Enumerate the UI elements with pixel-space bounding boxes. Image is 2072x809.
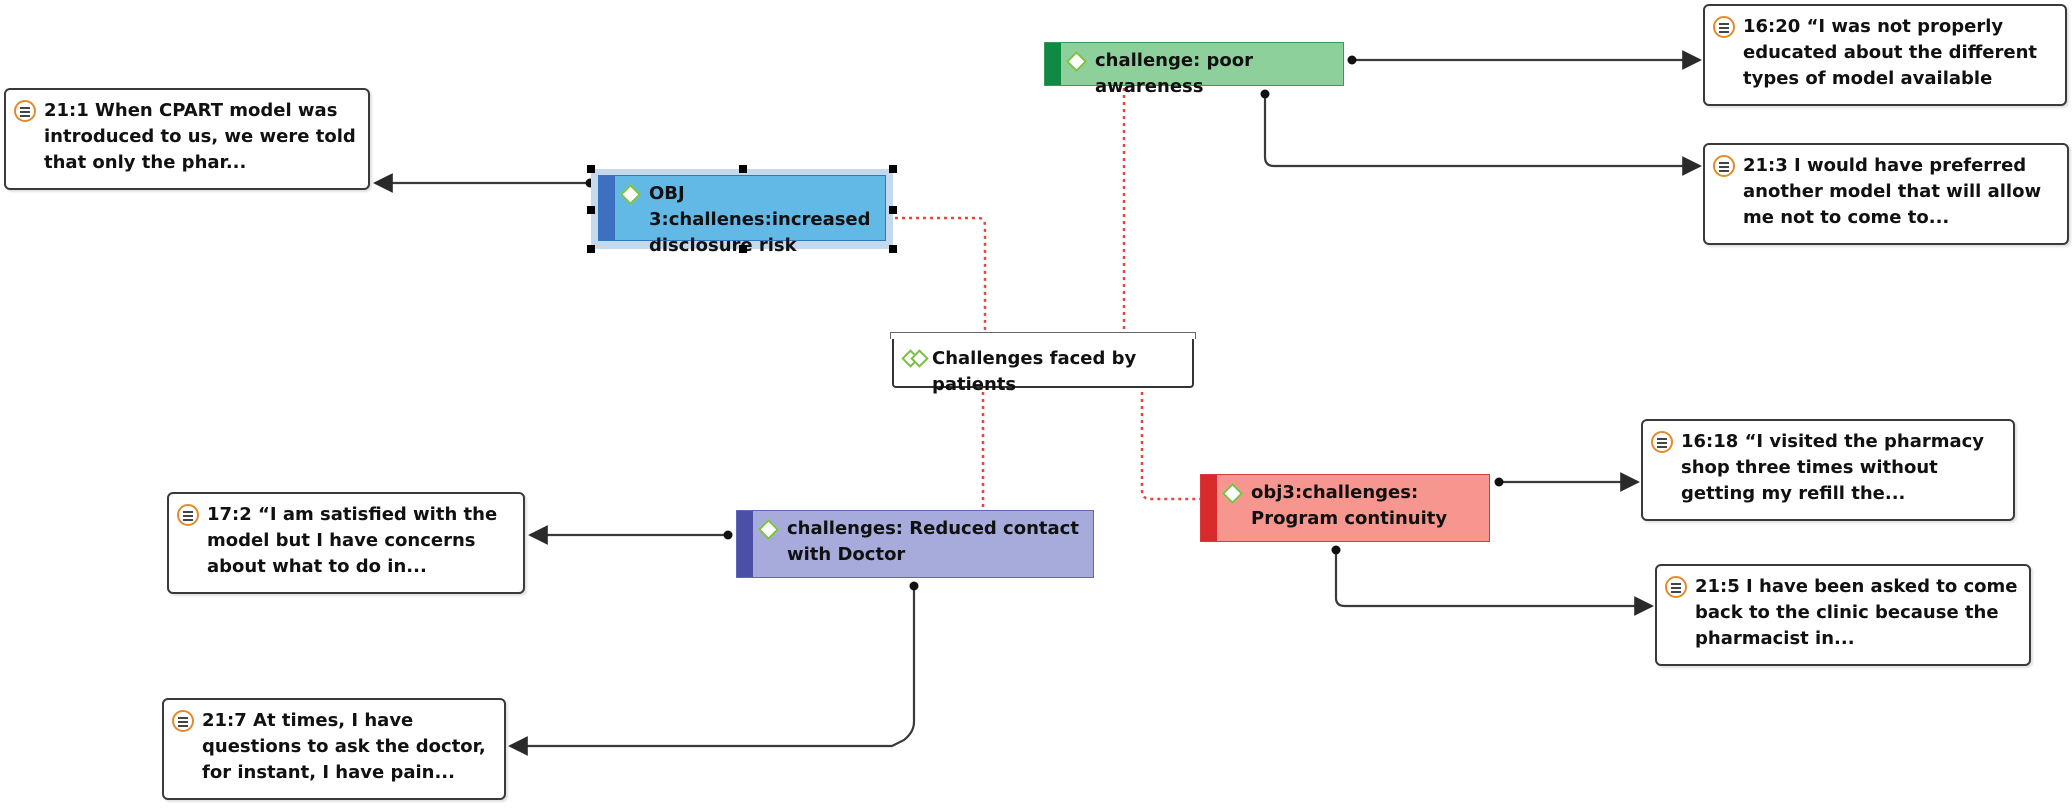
quotation-text: 16:20 “I was not properly educated about… xyxy=(1743,16,2038,89)
quotation-node-21-1[interactable]: 21:1 When CPART model was introduced to … xyxy=(4,88,370,190)
link-group-disclosure xyxy=(888,216,987,335)
resize-handle[interactable] xyxy=(739,245,747,253)
quotation-text: 21:3 I would have preferred another mode… xyxy=(1743,155,2042,228)
document-lines-icon xyxy=(172,710,194,732)
document-lines-icon xyxy=(1651,431,1673,453)
group-node-challenges[interactable]: Challenges faced by patients xyxy=(890,332,1196,395)
quotation-text: 21:5 I have been asked to come back to t… xyxy=(1695,576,2018,649)
link-doctor-q21_7 xyxy=(508,586,916,756)
code-node-disclosure-risk[interactable]: OBJ 3:challenes:increased disclosure ris… xyxy=(598,175,886,256)
code-color-bar xyxy=(1045,43,1061,85)
document-lines-icon xyxy=(177,504,199,526)
quotation-node-17-2[interactable]: 17:2 “I am satisfied with the model but … xyxy=(167,492,525,594)
resize-handle[interactable] xyxy=(889,165,897,173)
document-lines-icon xyxy=(1713,16,1735,38)
diamond-icon xyxy=(1065,50,1088,73)
quotation-text: 17:2 “I am satisfied with the model but … xyxy=(207,504,498,577)
diamond-icon xyxy=(757,518,780,541)
resize-handle[interactable] xyxy=(889,206,897,214)
quotation-node-21-5[interactable]: 21:5 I have been asked to come back to t… xyxy=(1655,564,2031,666)
group-label: Challenges faced by patients xyxy=(932,348,1137,395)
quotation-text: 16:18 “I visited the pharmacy shop three… xyxy=(1681,431,1985,504)
code-label: OBJ 3:challenes:increased disclosure ris… xyxy=(649,183,871,256)
document-lines-icon xyxy=(14,100,36,122)
link-group-continuity xyxy=(1140,392,1200,501)
group-frame-top xyxy=(890,332,1196,339)
code-color-bar xyxy=(737,511,753,577)
diamond-icon xyxy=(619,183,642,206)
quotation-text: 21:1 When CPART model was introduced to … xyxy=(44,100,356,173)
resize-handle[interactable] xyxy=(889,245,897,253)
quotation-node-21-7[interactable]: 21:7 At times, I have questions to ask t… xyxy=(162,698,506,800)
resize-handle[interactable] xyxy=(587,165,595,173)
resize-handle[interactable] xyxy=(587,245,595,253)
document-lines-icon xyxy=(1713,155,1735,177)
code-color-bar xyxy=(1201,475,1217,541)
code-color-bar xyxy=(599,176,615,240)
code-label: challenges: Reduced contact with Doctor xyxy=(787,518,1079,565)
quotation-node-16-18[interactable]: 16:18 “I visited the pharmacy shop three… xyxy=(1641,419,2015,521)
code-node-reduced-contact[interactable]: challenges: Reduced contact with Doctor xyxy=(736,510,1094,578)
diamond-icon xyxy=(1221,482,1244,505)
code-label: challenge: poor awareness xyxy=(1095,50,1254,97)
resize-handle[interactable] xyxy=(587,206,595,214)
link-awareness-q21_3 xyxy=(1263,94,1702,176)
code-node-poor-awareness[interactable]: challenge: poor awareness xyxy=(1044,42,1344,97)
quotation-text: 21:7 At times, I have questions to ask t… xyxy=(202,710,486,783)
link-continuity-q21_5 xyxy=(1334,550,1654,616)
code-label: obj3:challenges: Program continuity xyxy=(1251,482,1448,529)
quotation-node-16-20[interactable]: 16:20 “I was not properly educated about… xyxy=(1703,4,2067,106)
resize-handle[interactable] xyxy=(739,165,747,173)
code-node-program-continuity[interactable]: obj3:challenges: Program continuity xyxy=(1200,474,1490,542)
quotation-node-21-3[interactable]: 21:3 I would have preferred another mode… xyxy=(1703,143,2069,245)
document-lines-icon xyxy=(1665,576,1687,598)
